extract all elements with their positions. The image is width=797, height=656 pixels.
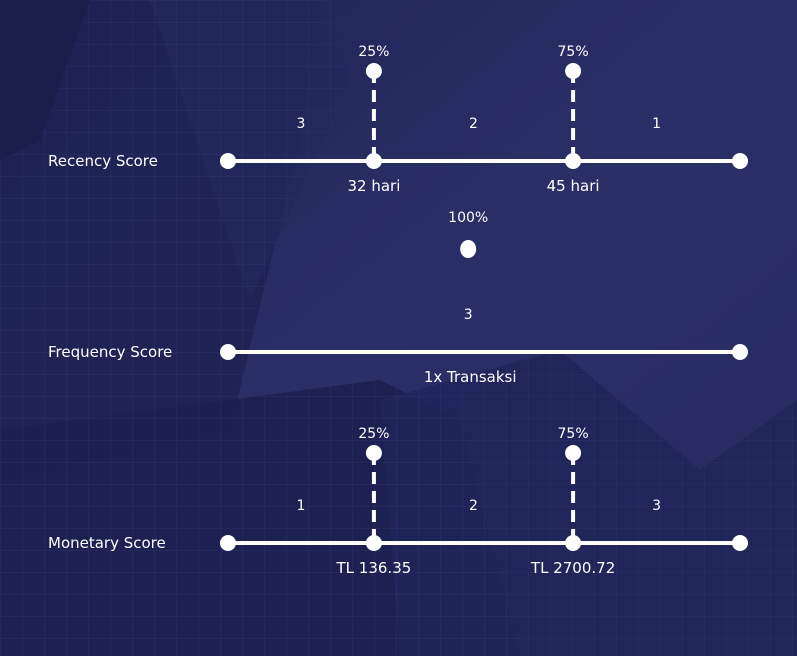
recency-score-marker-top-dot	[565, 63, 582, 79]
recency-score-marker-top-dot	[365, 63, 382, 79]
frequency-score-label: Frequency Score	[48, 343, 172, 361]
monetary-score-marker-top-dot	[365, 445, 382, 461]
frequency-score-percentile-label: 100%	[448, 210, 488, 226]
monetary-score-score-segment-3: 3	[652, 498, 661, 514]
recency-score-score-segment-2: 2	[469, 116, 478, 132]
recency-score-score-segment-3: 1	[652, 116, 661, 132]
recency-score-score-segment-1: 3	[296, 116, 305, 132]
recency-score-label: Recency Score	[48, 152, 158, 170]
frequency-score-score-segment-1: 3	[464, 307, 473, 323]
monetary-score-score-segment-1: 1	[296, 498, 305, 514]
recency-score-percentile-label: 25%	[358, 44, 389, 60]
frequency-score-end-dot	[732, 344, 748, 360]
monetary-score-end-dot	[732, 535, 748, 551]
recency-score-marker-base-dot	[565, 153, 582, 169]
frequency-score-marker-pin	[460, 240, 477, 258]
recency-score-threshold-label: 32 hari	[347, 177, 400, 195]
frequency-score-threshold-label: 1x Transaksi	[424, 368, 517, 386]
monetary-score-label: Monetary Score	[48, 534, 166, 552]
monetary-score-threshold-label: TL 2700.72	[530, 559, 615, 577]
monetary-score-percentile-label: 75%	[558, 426, 589, 442]
monetary-score-marker-base-dot	[365, 535, 382, 551]
recency-score-end-dot	[732, 153, 748, 169]
frequency-score-start-dot	[220, 344, 236, 360]
monetary-score-start-dot	[220, 535, 236, 551]
monetary-score-percentile-label: 25%	[358, 426, 389, 442]
monetary-score-marker-base-dot	[565, 535, 582, 551]
monetary-score-score-segment-2: 2	[469, 498, 478, 514]
recency-score-threshold-label: 45 hari	[547, 177, 600, 195]
recency-score-marker-base-dot	[365, 153, 382, 169]
monetary-score-marker-top-dot	[565, 445, 582, 461]
recency-score-percentile-label: 75%	[558, 44, 589, 60]
recency-score-start-dot	[220, 153, 236, 169]
monetary-score-threshold-label: TL 136.35	[336, 559, 412, 577]
